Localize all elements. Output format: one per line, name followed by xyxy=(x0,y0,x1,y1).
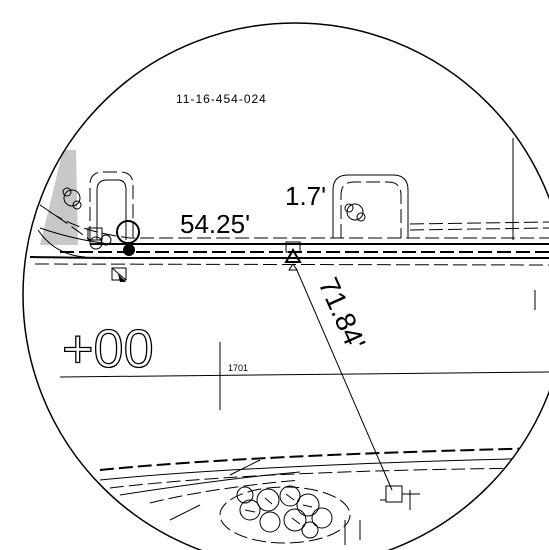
box-marker xyxy=(380,485,420,510)
hydrant-cluster xyxy=(87,220,140,282)
tree-symbol-right xyxy=(344,203,366,222)
survey-marker xyxy=(284,241,302,271)
parcel-number: 11-16-454-024 xyxy=(176,92,267,106)
curb-return-left xyxy=(89,171,134,240)
pavement-lines xyxy=(29,204,549,266)
curb-return-right xyxy=(332,174,409,238)
shaded-area xyxy=(40,150,78,245)
street-centerline xyxy=(59,371,549,378)
station-label: +00 xyxy=(62,319,154,379)
dimension-label-offset-a: 1.7' xyxy=(285,181,326,211)
lower-road-lines xyxy=(99,447,549,545)
dimension-label-offset-b: 54.25' xyxy=(180,209,250,239)
dimension-label-distance: 71.84' xyxy=(313,273,372,355)
tree-symbol-left xyxy=(62,187,82,210)
lens-border xyxy=(22,22,549,550)
shrub-cluster xyxy=(219,485,351,544)
address-number: 1701 xyxy=(228,363,248,373)
